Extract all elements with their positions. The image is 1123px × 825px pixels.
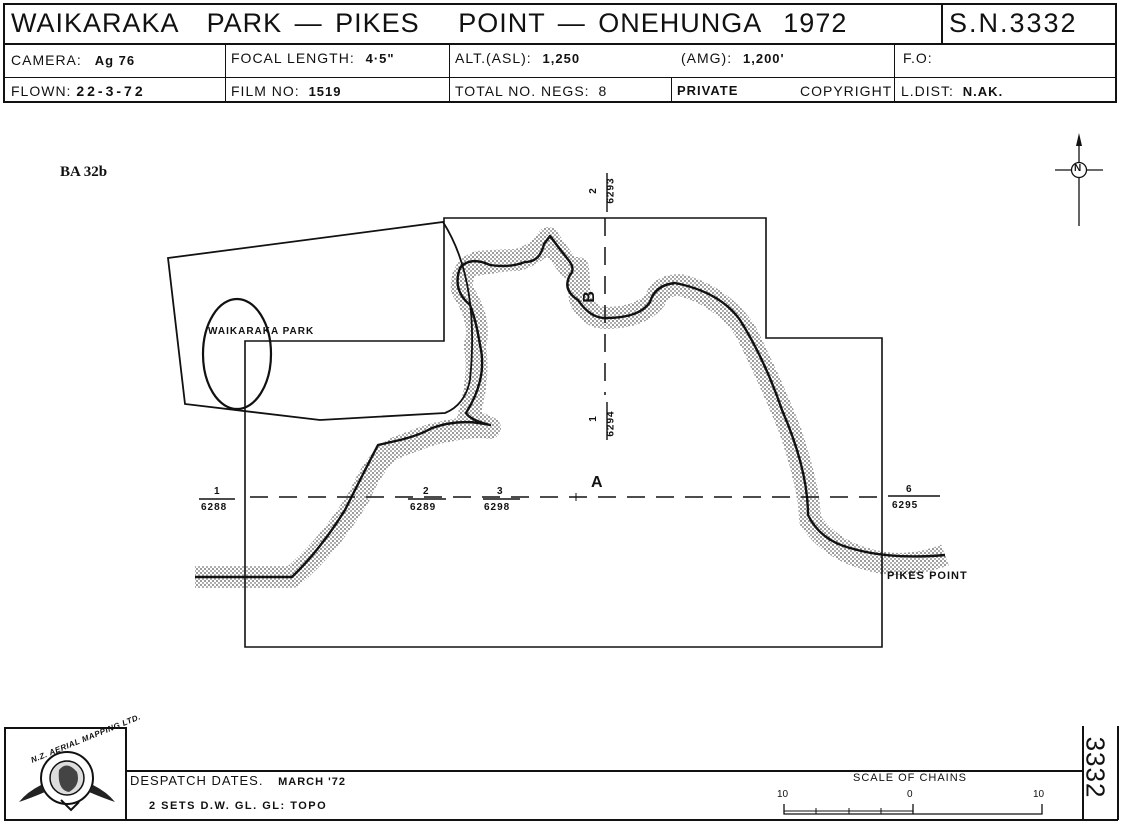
title-word: 1972 <box>783 8 848 38</box>
title-word: — <box>294 8 323 38</box>
sets-note: 2 SETS D.W. GL. GL: TOPO <box>149 800 328 812</box>
page-title: WAIKARAKA PARK — PIKES POINT — ONEHUNGA … <box>11 1 847 45</box>
film-label: FILM NO: <box>231 83 300 99</box>
amg-value: 1,200' <box>743 51 785 66</box>
scale-tick-label: 0 <box>907 789 913 800</box>
alt-asl-field: ALT.(ASL): 1,250 <box>455 43 580 74</box>
film-field: FILM NO: 1519 <box>231 76 341 107</box>
frame-negative: 6298 <box>484 502 511 513</box>
run-a-label: A <box>591 474 603 491</box>
park-label: WAIKARAKA PARK <box>208 326 315 337</box>
frame-number: 3 <box>497 486 504 497</box>
ldist-value: N.AK. <box>962 84 1004 99</box>
park-oval <box>201 297 273 411</box>
title-word: POINT <box>458 8 546 38</box>
frame-negative: 6288 <box>201 502 228 513</box>
header-vrule-1 <box>225 43 226 103</box>
header-vrule-4 <box>894 43 895 103</box>
amg-label: (AMG): <box>681 50 733 66</box>
park-boundary <box>167 221 474 421</box>
scale-bar <box>783 804 1043 815</box>
shoreline-shading <box>195 227 949 588</box>
title-word: WAIKARAKA <box>11 8 179 38</box>
copyright-label: COPYRIGHT <box>800 83 893 99</box>
alt-asl-label: ALT.(ASL): <box>455 50 532 66</box>
header-rule-2 <box>5 77 1115 78</box>
frame-number: 1 <box>214 486 221 497</box>
fo-field: F.O: <box>903 43 933 73</box>
scale-tick-label: 10 <box>777 789 789 800</box>
frame-number: 1 <box>587 415 599 422</box>
title-word: PIKES <box>335 8 420 38</box>
negs-field: TOTAL NO. NEGS: 8 <box>455 76 607 106</box>
despatch-label: DESPATCH DATES. <box>130 773 264 788</box>
frame-negative: 6293 <box>605 177 617 204</box>
frame-negative: 6294 <box>605 410 617 437</box>
negs-value: 8 <box>598 83 608 99</box>
flown-label: FLOWN: <box>11 83 72 99</box>
title-word: PARK <box>206 8 283 38</box>
frame-number: 2 <box>423 486 430 497</box>
header-table: WAIKARAKA PARK — PIKES POINT — ONEHUNGA … <box>3 3 1117 103</box>
scale-title: SCALE OF CHAINS <box>853 772 968 784</box>
alt-asl-value: 1,250 <box>542 51 581 66</box>
serial-number: S.N.3332 <box>949 8 1078 38</box>
focal-label: FOCAL LENGTH: <box>231 50 355 66</box>
focal-field: FOCAL LENGTH: 4·5" <box>231 43 395 74</box>
camera-field: CAMERA: Ag 76 <box>11 45 135 76</box>
scale-tick-label: 10 <box>1033 789 1045 800</box>
title-word: — <box>557 8 586 38</box>
frame-negative: 6295 <box>892 500 919 511</box>
film-value: 1519 <box>308 84 342 99</box>
run-b-label: B <box>580 291 598 303</box>
frame-number: 6 <box>906 484 913 495</box>
header-rule-1 <box>5 43 1115 45</box>
header-vrule-2 <box>449 43 450 103</box>
header-vrule-3 <box>671 77 672 103</box>
side-serial-number: 3332 <box>1080 736 1111 799</box>
despatch-field: DESPATCH DATES. MARCH '72 <box>130 773 346 788</box>
footer-borders <box>4 726 1119 821</box>
camera-label: CAMERA: <box>11 52 82 68</box>
private-label: PRIVATE <box>677 83 739 98</box>
camera-value: Ag 76 <box>94 53 136 68</box>
frame-number: 2 <box>587 187 599 194</box>
title-word: ONEHUNGA <box>598 8 761 38</box>
despatch-value: MARCH '72 <box>278 776 346 788</box>
negs-label: TOTAL NO. NEGS: <box>455 83 590 99</box>
north-symbol: N <box>1074 163 1082 174</box>
company-logo <box>11 730 123 818</box>
coverage-outline <box>244 217 883 648</box>
north-arrow <box>1055 133 1103 226</box>
frame-negative: 6289 <box>410 502 437 513</box>
fo-label: F.O: <box>903 50 933 66</box>
shoreline <box>195 234 946 579</box>
point-label: PIKES POINT <box>887 570 968 582</box>
ldist-label: L.DIST: <box>901 83 954 99</box>
amg-field: (AMG): 1,200' <box>681 43 785 74</box>
header-vrule-sn <box>941 5 943 43</box>
ldist-field: L.DIST: N.AK. <box>901 76 1003 107</box>
flown-value: 22-3-72 <box>76 83 146 99</box>
map-reference-code: BA 32b <box>60 164 108 180</box>
flown-field: FLOWN: 22-3-72 <box>11 76 146 106</box>
focal-value: 4·5" <box>365 51 395 66</box>
footer-table: N.Z. AERIAL MAPPING LTD. DESPATCH DATES.… <box>3 712 1120 822</box>
